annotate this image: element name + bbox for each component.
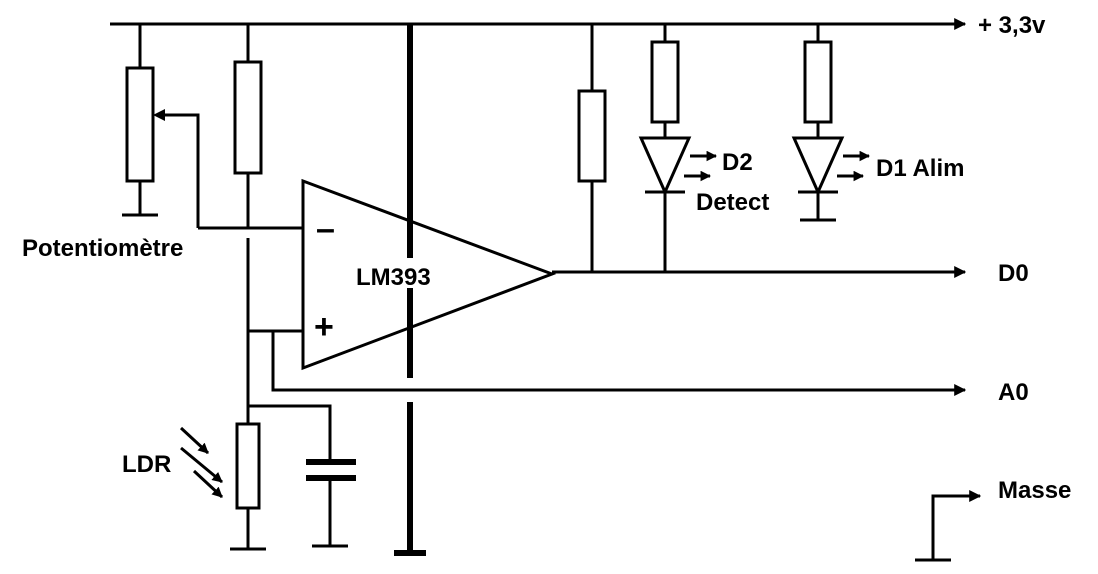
supply-label: + 3,3v [978, 12, 1046, 39]
resistor-right [577, 24, 607, 272]
minus-sign: – [316, 210, 335, 248]
d2-label: D2 [722, 149, 753, 176]
comparator-label: LM393 [356, 264, 431, 291]
detect-label: Detect [696, 189, 769, 216]
led-d1 [791, 24, 871, 222]
ldr-label: LDR [122, 451, 171, 478]
ground-label: Masse [998, 477, 1071, 504]
potentiometer-label: Potentiomètre [22, 235, 183, 262]
capacitor [248, 404, 356, 548]
led-d2 [638, 24, 718, 272]
potentiometer [122, 24, 200, 228]
plus-sign: + [314, 308, 334, 346]
light-arrows-icon [179, 426, 224, 499]
power-bus [394, 24, 426, 556]
a0-wire [271, 331, 967, 396]
d0-label: D0 [998, 260, 1029, 287]
potentiometer-wiper [165, 113, 200, 228]
ground-terminal [915, 490, 982, 562]
a0-label: A0 [998, 379, 1029, 406]
comparator-label-bg [352, 258, 448, 288]
d1-label: D1 Alim [876, 155, 964, 182]
ldr [230, 422, 266, 551]
resistor-left [233, 24, 263, 228]
